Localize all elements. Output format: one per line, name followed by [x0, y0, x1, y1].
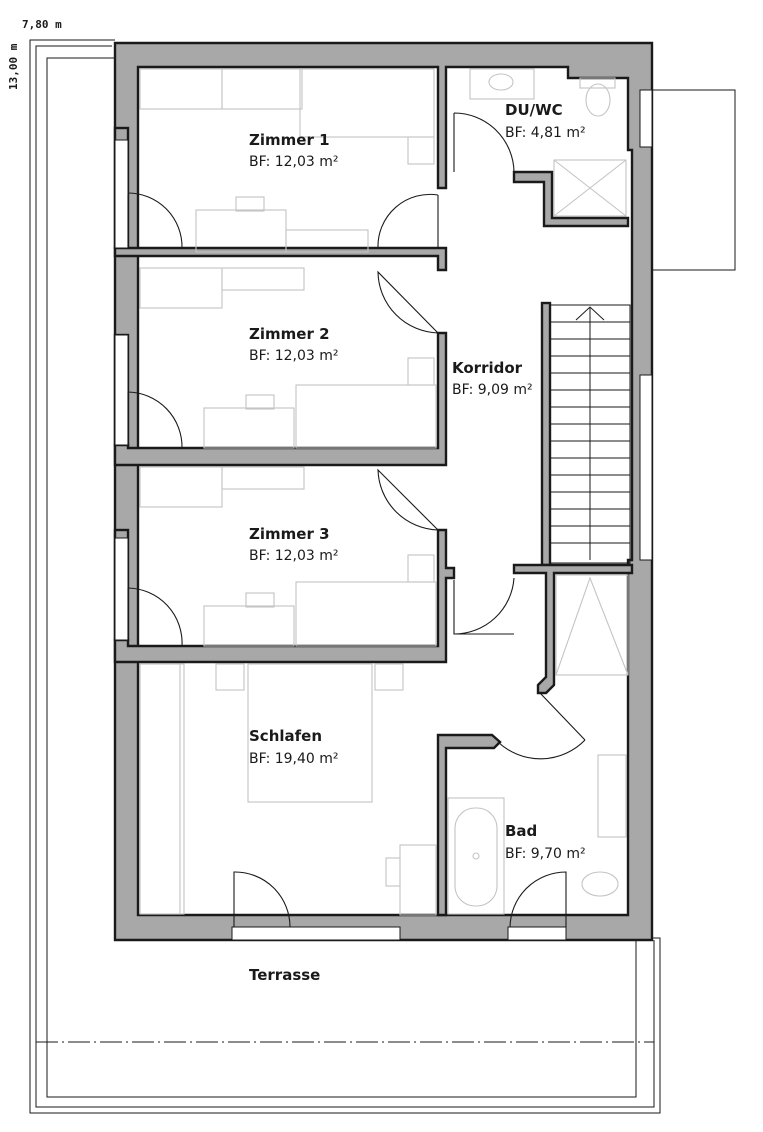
- stair-direction-arrow: [575, 306, 605, 560]
- room-area: BF: 19,40 m²: [249, 751, 339, 767]
- left-windows: [114, 139, 129, 641]
- room-area: BF: 12,03 m²: [249, 348, 339, 364]
- furniture: [139, 68, 629, 916]
- interior-walls: [113, 170, 634, 917]
- bottom-openings: [231, 926, 567, 941]
- right-windows: [639, 89, 653, 561]
- room-name: Zimmer 3: [249, 525, 330, 543]
- room-label-bad: Bad BF: 9,70 m²: [505, 822, 586, 862]
- room-name: Zimmer 1: [249, 131, 330, 149]
- room-name: Zimmer 2: [249, 325, 330, 343]
- room-area: BF: 12,03 m²: [249, 548, 339, 564]
- height-dimension-label: 13,00 m: [7, 43, 20, 90]
- room-label-zimmer-1: Zimmer 1 BF: 12,03 m²: [249, 131, 339, 170]
- room-area: BF: 9,09 m²: [452, 382, 533, 398]
- room-label-zimmer-3: Zimmer 3 BF: 12,03 m²: [249, 525, 339, 564]
- width-dimension-label: 7,80 m: [22, 18, 62, 31]
- doors: [127, 112, 586, 928]
- staircase: [549, 304, 631, 564]
- terrace-outline: [29, 39, 661, 1114]
- room-area: BF: 9,70 m²: [505, 846, 586, 862]
- room-name: Schlafen: [249, 727, 322, 745]
- room-area: BF: 4,81 m²: [505, 125, 586, 141]
- room-label-du-wc: DU/WC BF: 4,81 m²: [505, 101, 586, 141]
- terrace-label: Terrasse: [249, 966, 320, 984]
- room-name: Bad: [505, 822, 537, 840]
- room-label-zimmer-2: Zimmer 2 BF: 12,03 m²: [249, 325, 339, 364]
- room-label-schlafen: Schlafen BF: 19,40 m²: [249, 727, 339, 767]
- room-name: Korridor: [452, 359, 523, 377]
- room-area: BF: 12,03 m²: [249, 154, 339, 170]
- balcony-frame: [652, 89, 736, 271]
- room-label-korridor: Korridor BF: 9,09 m²: [452, 359, 533, 398]
- room-name: DU/WC: [505, 101, 563, 119]
